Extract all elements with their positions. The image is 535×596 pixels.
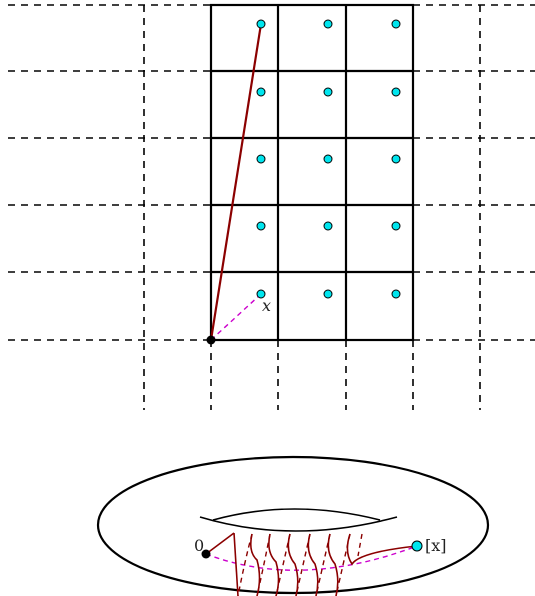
- lattice-point-x: [256, 289, 266, 299]
- winding-strand: [327, 533, 339, 596]
- torus-x-point: [411, 540, 423, 552]
- torus-winding-back: [237, 533, 363, 596]
- winding-back-strand: [237, 533, 253, 596]
- winding-back-strand: [275, 533, 291, 596]
- winding-start: [205, 532, 235, 555]
- lattice-point: [391, 289, 401, 299]
- torus-hole-upper: [212, 508, 381, 521]
- winding-back-strand: [357, 533, 363, 557]
- lattice-point: [323, 154, 333, 164]
- torus-winding-front: [205, 532, 418, 596]
- lattice-point: [256, 221, 266, 231]
- label-x-class: [x]: [425, 536, 447, 555]
- solid-grid-block: [209, 3, 415, 342]
- torus-hole-lower: [199, 516, 398, 532]
- lattice-point: [391, 154, 401, 164]
- lattice-point: [323, 87, 333, 97]
- torus-outline: [96, 455, 490, 595]
- winding-back-strand: [335, 533, 351, 596]
- winding-back-strand: [295, 533, 311, 596]
- lattice-points: [256, 19, 401, 299]
- lattice-path: [209, 23, 263, 341]
- lattice-point: [391, 19, 401, 29]
- winding-back-strand: [256, 533, 271, 596]
- lattice-point: [323, 221, 333, 231]
- torus-dashed-path: [205, 545, 418, 571]
- origin-to-x-dashed: [210, 293, 262, 341]
- lattice-point: [256, 87, 266, 97]
- lattice-point: [323, 289, 333, 299]
- lattice-point: [256, 19, 266, 29]
- lattice-point: [391, 221, 401, 231]
- torus: [96, 455, 490, 595]
- lattice-point: [323, 19, 333, 29]
- lattice-point: [391, 87, 401, 97]
- winding-strand: [268, 533, 280, 596]
- winding-back-strand: [315, 533, 331, 596]
- solid-grid-border: [209, 3, 415, 342]
- origin-dot: [206, 335, 216, 345]
- winding-strand: [307, 533, 319, 596]
- dashed-grid: [8, 4, 535, 410]
- torus-origin-dot: [201, 549, 211, 559]
- winding-end: [346, 533, 418, 566]
- winding-strand: [287, 533, 299, 596]
- label-x: x: [262, 296, 271, 315]
- winding-strand: [233, 532, 239, 596]
- winding-strand: [250, 533, 261, 596]
- label-origin: 0: [194, 536, 204, 555]
- lattice-point: [256, 154, 266, 164]
